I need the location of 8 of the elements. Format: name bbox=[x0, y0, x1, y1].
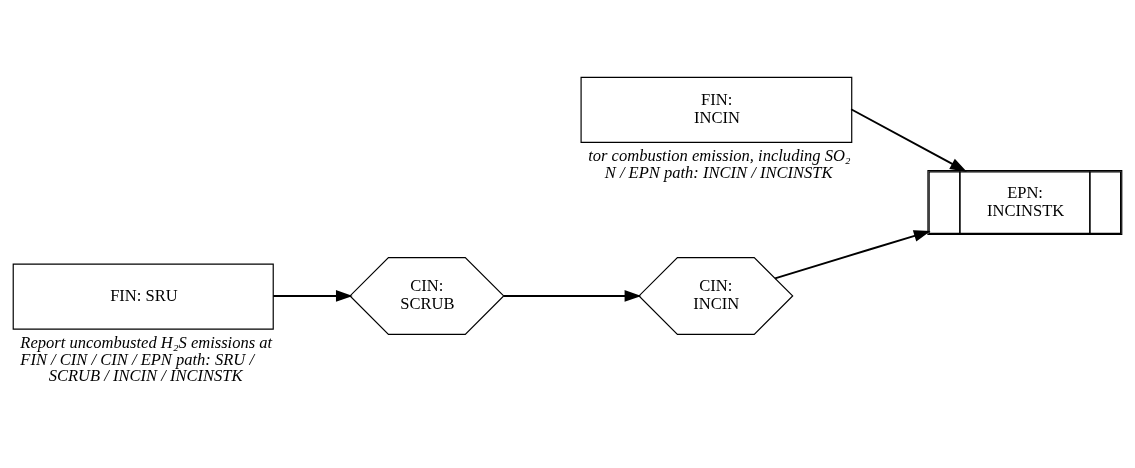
arrow bbox=[272, 289, 353, 302]
arrow bbox=[502, 289, 642, 302]
arrow bbox=[850, 107, 967, 172]
node-box: FIN: INCIN bbox=[580, 76, 853, 143]
node-label: Report uncombusted H₂S emissions at FIN / CIN / CIN / EPN path: SRU / SCRUB / INCIN / INCINSTK bbox=[20, 332, 273, 385]
arrow bbox=[774, 229, 931, 279]
node-label: tor combustion emission, including SO₂ N / EPN path: INCIN / INCINSTK bbox=[588, 145, 851, 182]
node-box: FIN: SRU bbox=[12, 262, 274, 330]
